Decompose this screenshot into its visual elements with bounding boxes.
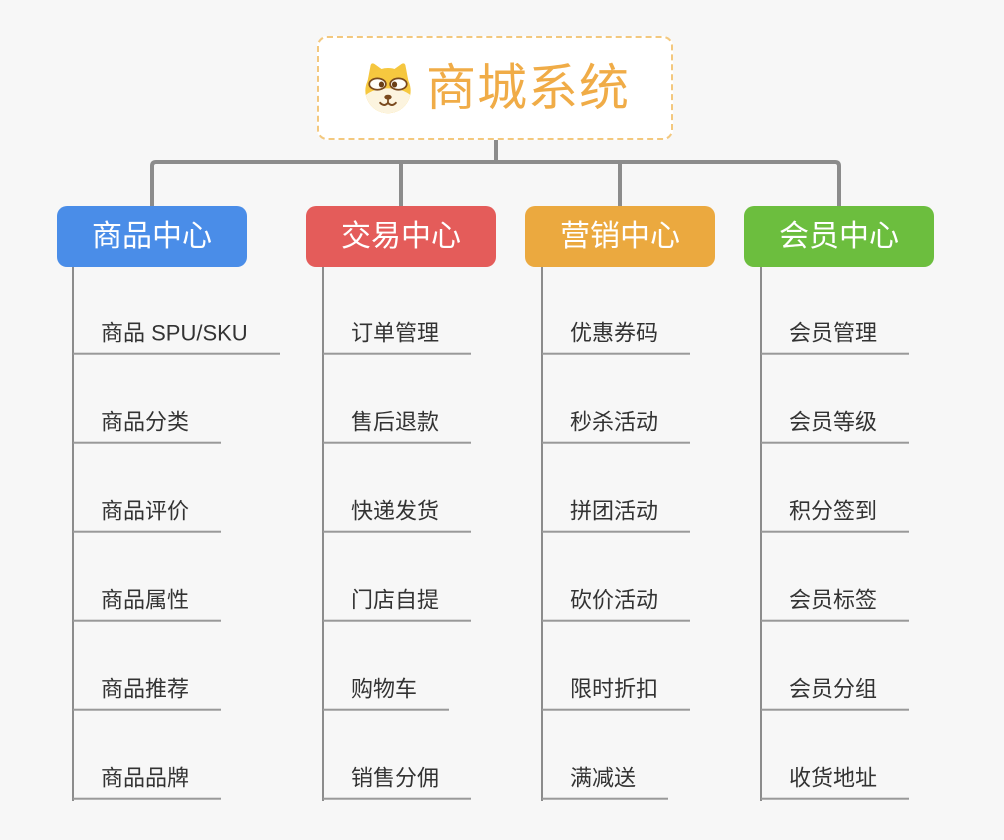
leaf-node[interactable]: 优惠券码 — [542, 321, 691, 355]
root-node[interactable]: 商城系统 — [317, 36, 673, 140]
leaf-node[interactable]: 商品属性 — [73, 588, 222, 622]
leaf-node[interactable]: 商品 SPU/SKU — [73, 321, 280, 355]
branch-label: 交易中心 — [341, 219, 461, 253]
branch-node-member-center[interactable]: 会员中心 — [744, 206, 934, 267]
leaf-node[interactable]: 收货地址 — [761, 766, 910, 800]
leaf-node[interactable]: 拼团活动 — [542, 499, 691, 533]
branch-column-member: 会员管理 会员等级 积分签到 会员标签 会员分组 收货地址 — [761, 267, 910, 801]
leaf-node[interactable]: 商品评价 — [73, 499, 222, 533]
leaf-node[interactable]: 商品推荐 — [73, 677, 222, 711]
leaf-node[interactable]: 快递发货 — [323, 499, 472, 533]
leaf-node[interactable]: 商品品牌 — [73, 766, 222, 800]
branch-label: 商品中心 — [92, 219, 212, 253]
leaf-node[interactable]: 会员等级 — [761, 410, 910, 444]
branch-node-trade-center[interactable]: 交易中心 — [306, 206, 496, 267]
root-title: 商城系统 — [426, 60, 630, 116]
branch-label: 会员中心 — [779, 219, 899, 253]
leaf-node[interactable]: 订单管理 — [323, 321, 472, 355]
branch-column-marketing: 优惠券码 秒杀活动 拼团活动 砍价活动 限时折扣 满减送 — [542, 267, 691, 801]
leaf-node[interactable]: 销售分佣 — [323, 766, 472, 800]
branch-column-product: 商品 SPU/SKU 商品分类 商品评价 商品属性 商品推荐 商品品牌 — [73, 267, 280, 801]
leaf-node[interactable]: 积分签到 — [761, 499, 910, 533]
leaf-node[interactable]: 限时折扣 — [542, 677, 691, 711]
leaf-node[interactable]: 商品分类 — [73, 410, 222, 444]
shiba-dog-icon — [360, 61, 416, 115]
branch-node-product-center[interactable]: 商品中心 — [57, 206, 247, 267]
leaf-node[interactable]: 砍价活动 — [542, 588, 691, 622]
leaf-node[interactable]: 会员分组 — [761, 677, 910, 711]
branch-node-marketing-center[interactable]: 营销中心 — [525, 206, 715, 267]
leaf-node[interactable]: 购物车 — [323, 677, 450, 711]
leaf-node[interactable]: 售后退款 — [323, 410, 472, 444]
leaf-node[interactable]: 会员标签 — [761, 588, 910, 622]
leaf-node[interactable]: 秒杀活动 — [542, 410, 691, 444]
leaf-node[interactable]: 会员管理 — [761, 321, 910, 355]
branch-label: 营销中心 — [560, 219, 680, 253]
branch-column-trade: 订单管理 售后退款 快递发货 门店自提 购物车 销售分佣 — [323, 267, 472, 801]
leaf-node[interactable]: 满减送 — [542, 766, 669, 800]
leaf-node[interactable]: 门店自提 — [323, 588, 472, 622]
